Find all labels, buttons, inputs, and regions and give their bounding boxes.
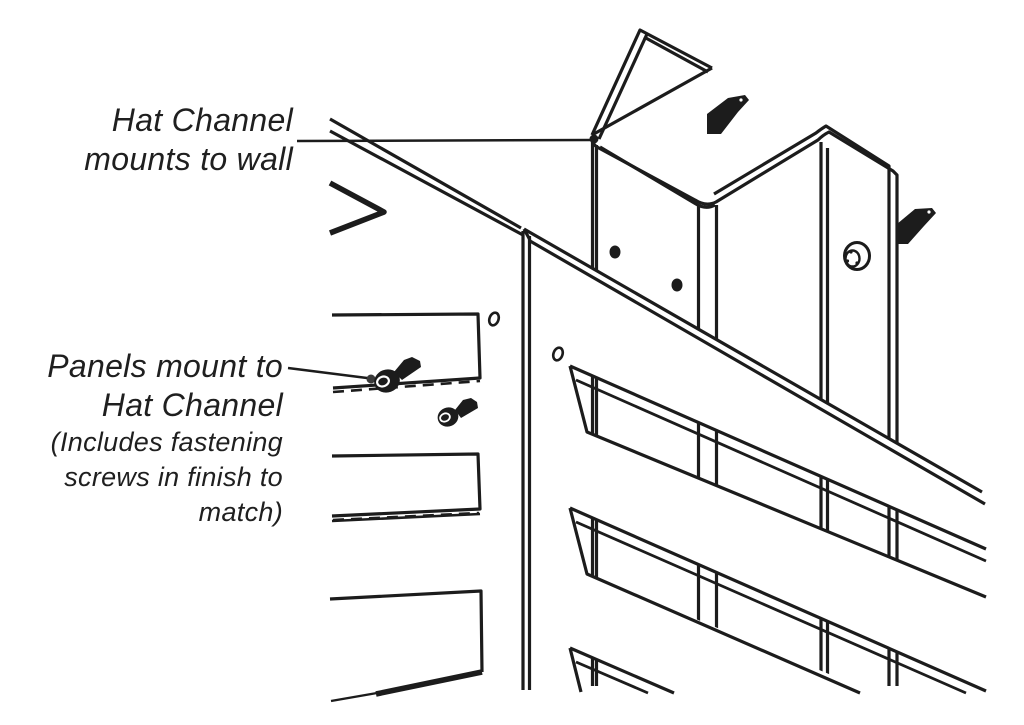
- callout-line: (Includes fastening: [50, 427, 283, 457]
- mounting-arrow-icon: [707, 95, 749, 134]
- leader-lines: [288, 134, 599, 379]
- right-panel-left-edge: [523, 231, 530, 690]
- fastening-screws: [366, 357, 478, 427]
- callout-panels: Panels mount to Hat Channel (Includes fa…: [47, 347, 283, 530]
- slat-profile: [332, 454, 480, 521]
- flange-screw-head-icon: [845, 243, 870, 270]
- panel-hole-icon: [488, 311, 565, 361]
- leader-line-panels: [288, 368, 367, 378]
- callout-line: Hat Channel: [111, 102, 293, 138]
- panel-slot: [570, 508, 986, 693]
- chevron-slat-mark: [330, 183, 384, 233]
- panel-slot: [570, 648, 674, 693]
- callout-line: match): [198, 497, 283, 527]
- callout-line: screws in finish to: [64, 462, 283, 492]
- panel-slot: [570, 366, 986, 597]
- slat-profile: [332, 314, 480, 392]
- hat-channel-verticals: [593, 141, 828, 686]
- screw-icon: [366, 357, 421, 393]
- slat-profile: [330, 591, 482, 701]
- right-panel-face: [521, 227, 986, 725]
- screw-icon: [437, 398, 478, 427]
- right-panel-drawing: [488, 227, 986, 725]
- mounting-arrows: [707, 95, 936, 244]
- callout-line: Hat Channel: [101, 387, 283, 423]
- callout-line: Panels mount to: [47, 348, 283, 384]
- hat-channel-drawing: [592, 30, 897, 686]
- hat-channel-profile-inner: [600, 147, 715, 207]
- leader-line-hat-channel: [297, 140, 592, 141]
- right-panel-top-edge: [524, 229, 985, 504]
- callout-hat-channel: Hat Channel mounts to wall: [84, 101, 293, 179]
- left-panel-top-edge: [330, 119, 523, 235]
- leader-end-dot: [366, 374, 376, 384]
- callout-line: mounts to wall: [84, 141, 293, 177]
- mounting-hole-icon: [609, 245, 683, 292]
- mounting-arrow-icon: [897, 208, 936, 244]
- leader-end-dot: [589, 134, 599, 144]
- left-panel-drawing: [330, 119, 523, 701]
- hat-channel-left-flange: [592, 30, 712, 135]
